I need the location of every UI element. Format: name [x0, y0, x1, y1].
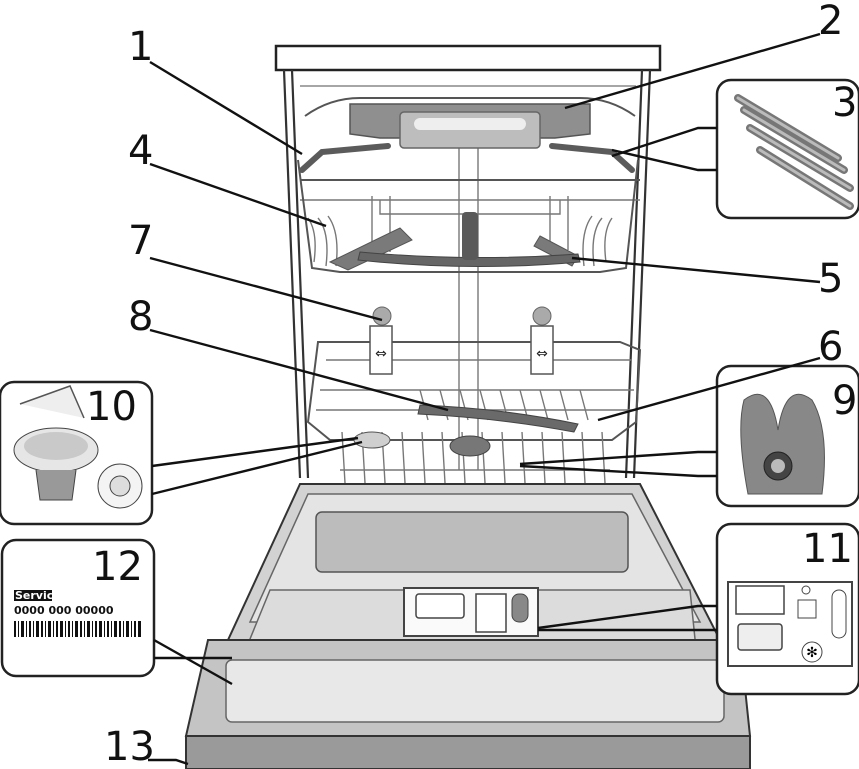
rack-height-adjusters: ⇔ ⇔ — [369, 306, 554, 375]
plinth — [185, 735, 751, 769]
service-title: Service: — [15, 589, 65, 602]
dishwasher-door — [184, 483, 752, 737]
callout-numbers: 1 2 3 4 5 6 7 8 9 10 11 12 13 — [86, 0, 857, 769]
svg-text:⇔: ⇔ — [375, 346, 387, 362]
callout-9: 9 — [832, 378, 857, 424]
callout-11: 11 — [802, 526, 853, 572]
service-number: 0000 000 00000 — [14, 604, 114, 617]
callout-4: 4 — [128, 128, 153, 174]
inset-cutlery-tray — [715, 78, 859, 220]
callout-2: 2 — [818, 0, 843, 44]
inset-detergent-dispenser: ✻ — [715, 522, 859, 696]
callout-3: 3 — [832, 80, 857, 126]
inset-salt-container — [0, 380, 154, 526]
callout-8: 8 — [128, 294, 153, 340]
lower-rack — [306, 341, 642, 501]
leader-lines — [148, 32, 821, 766]
callout-7: 7 — [128, 218, 153, 264]
callout-1: 1 — [128, 24, 153, 70]
inset-filter — [715, 364, 859, 508]
svg-text:⇔: ⇔ — [536, 346, 548, 362]
svg-text:✻: ✻ — [806, 645, 818, 661]
callout-12: 12 — [92, 544, 143, 590]
barcode — [14, 621, 141, 637]
upper-spray-arm — [357, 212, 581, 268]
inset-service-label: Service: 0000 000 00000 — [0, 538, 156, 678]
top-spray-unit — [304, 97, 636, 149]
callout-13: 13 — [104, 724, 155, 769]
callout-10: 10 — [86, 384, 137, 430]
callout-6: 6 — [818, 324, 843, 370]
lower-spray-arm — [353, 404, 579, 457]
callout-5: 5 — [818, 256, 843, 302]
